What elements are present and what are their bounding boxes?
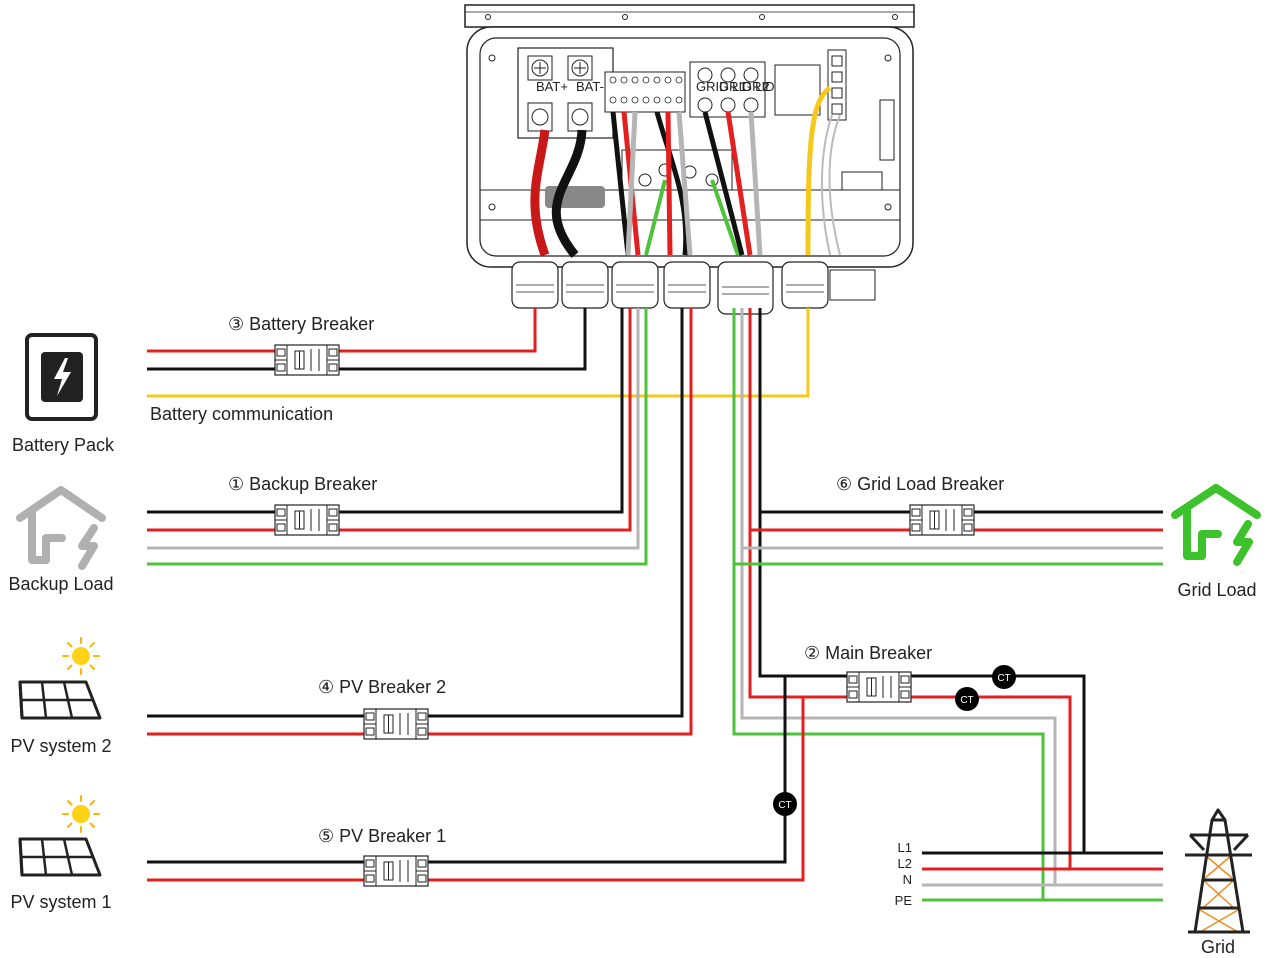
pv-breaker-1-label: ⑤ PV Breaker 1 (318, 826, 446, 846)
grid-load-breaker-label: ⑥ Grid Load Breaker (836, 474, 1004, 494)
pv-breaker-2-label: ④ PV Breaker 2 (318, 677, 446, 697)
pv-breaker-2[interactable] (363, 708, 429, 740)
house-lightning-icon (16, 486, 106, 570)
grid-pe-wire (732, 308, 1163, 902)
grid-load-breaker[interactable] (909, 504, 975, 536)
main-breaker[interactable] (846, 671, 912, 703)
bat-pos-terminal: BAT+ (536, 79, 568, 94)
grid-load-label: Grid Load (1177, 580, 1256, 600)
battery-breaker[interactable] (274, 344, 340, 376)
pv1-negative-wire (147, 676, 787, 864)
pv2-positive-wire (147, 308, 693, 736)
ct-sensor-icon: CT (992, 665, 1016, 689)
pv2-negative-wire (147, 308, 684, 718)
battery-pack-label: Battery Pack (12, 435, 115, 455)
ct-sensor-icon: CT (773, 792, 797, 816)
grid-l2-label: L2 (898, 856, 912, 871)
battery-communication-wire (147, 308, 810, 398)
pv-breaker-1[interactable] (363, 855, 429, 887)
ct-sensor-icon: CT (955, 687, 979, 711)
backup-pe-wire (147, 308, 648, 566)
backup-breaker[interactable] (274, 504, 340, 536)
sun-icon (62, 637, 100, 675)
pv-system-2-label: PV system 2 (10, 736, 111, 756)
grid-l2-wire (748, 308, 1163, 871)
grid-l1-wire (758, 308, 1163, 855)
solar-panel-icon (18, 837, 102, 877)
grid-n-label: N (903, 872, 912, 887)
battery-comm-label: Battery communication (150, 404, 333, 424)
grid-l1-terminal: GRID L1 (696, 79, 747, 94)
svg-text:CT: CT (997, 673, 1010, 684)
svg-text:CT: CT (960, 695, 973, 706)
battery-breaker-label: ③ Battery Breaker (228, 314, 374, 334)
grid-l1-label: L1 (898, 840, 912, 855)
battery-icon (25, 333, 98, 421)
backup-load-label: Backup Load (8, 574, 113, 594)
pv-system-1-label: PV system 1 (10, 892, 111, 912)
backup-n-wire (147, 308, 640, 550)
backup-breaker-label: ① Backup Breaker (228, 474, 377, 494)
svg-text:CT: CT (778, 800, 791, 811)
sun-icon (62, 795, 100, 833)
grid-label: Grid (1201, 937, 1235, 957)
grid-l2-terminal: GRID L2 (719, 79, 770, 94)
main-breaker-label: ② Main Breaker (804, 643, 932, 663)
grid-pe-label: PE (895, 893, 913, 908)
pv1-positive-wire (147, 697, 805, 882)
transmission-tower-icon (1185, 808, 1252, 934)
grid-n-wire (740, 308, 1163, 887)
solar-panel-icon (18, 680, 102, 720)
bat-neg-terminal: BAT- (576, 79, 604, 94)
inverter: BAT+ BAT- GRID L1 GRID L2 GRID N (464, 4, 915, 315)
house-lightning-icon (1171, 484, 1261, 566)
